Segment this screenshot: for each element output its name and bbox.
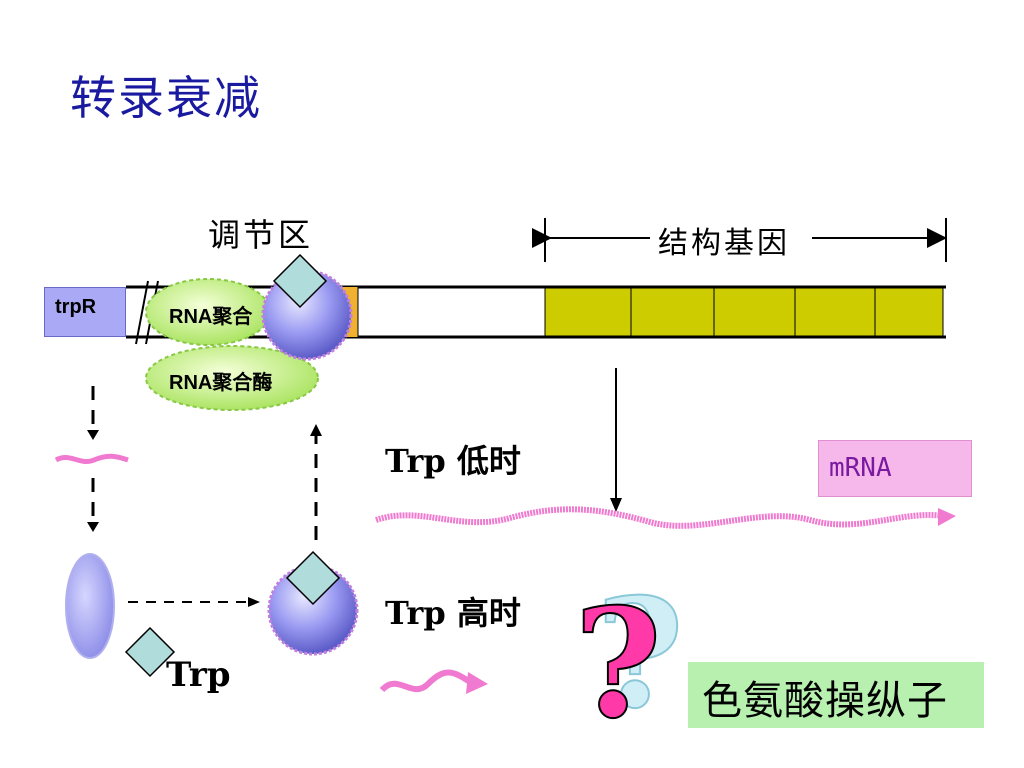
regulatory-region-label: 调节区: [208, 216, 314, 254]
structural-genes-bracket: [532, 218, 947, 262]
operator-label: 色氨酸操纵子: [688, 662, 984, 728]
mrna-short-wave: [379, 669, 488, 694]
page-title: 转录衰减: [70, 71, 262, 125]
rna-polymerase-top-label: RNA聚合: [169, 306, 253, 328]
repressor-active-icon: [267, 550, 359, 656]
question-mark-icon: ? ?: [573, 565, 685, 753]
arrow-heads: [87, 424, 322, 607]
trp-label: Trp: [166, 655, 231, 695]
dashed-arrows: [91, 386, 318, 603]
rna-polymerase-bottom: [145, 345, 319, 411]
trpR-mrna-fragment: [54, 453, 129, 464]
trp-high-label: Trp 高时: [385, 594, 521, 632]
repressor-bound-icon: [261, 253, 353, 361]
rna-polymerase-bottom-label: RNA聚合酶: [169, 372, 273, 394]
mrna-long-wave: [375, 506, 956, 529]
structural-genes-label: 结构基因: [654, 218, 794, 262]
trp-diamond-icon: [124, 626, 176, 678]
svg-text:?: ?: [596, 566, 684, 742]
trpR-gene: trpR: [44, 287, 126, 337]
structural-gene-segments: [544, 287, 944, 337]
mrna-label: mRNA: [818, 440, 972, 497]
trp-low-label: Trp 低时: [385, 442, 521, 480]
inactive-repressor-icon: [65, 553, 115, 659]
dna-strand: [126, 280, 946, 345]
svg-text:?: ?: [574, 576, 662, 752]
